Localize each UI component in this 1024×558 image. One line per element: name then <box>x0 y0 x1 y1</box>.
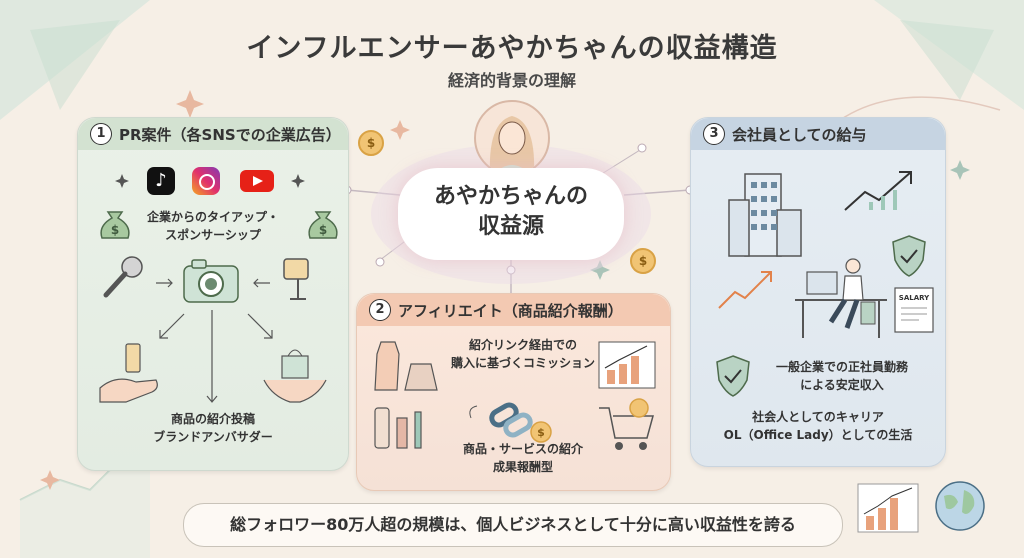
coin-icon: $ <box>630 248 656 274</box>
camera-icon <box>183 259 239 303</box>
shield-check-icon <box>892 235 926 277</box>
globe-icon <box>935 481 985 531</box>
center-revenue-source-card: あやかちゃんの 収益源 <box>398 168 624 260</box>
panel-title: 会社員としての給与 <box>732 125 867 144</box>
panel-affiliate: 2 アフィリエイト（商品紹介報酬） 紹介リンク経由での 購入に基づくコミッション <box>356 293 671 491</box>
arrow-diagonal-icon <box>159 313 185 339</box>
panel-number: 2 <box>369 299 391 321</box>
cosmetics-icon <box>374 407 422 449</box>
panel-pr-projects: 1 PR案件（各SNSでの企業広告） ♪ $ $ 企業からのタイアップ・ スポン… <box>77 117 349 471</box>
arrow-left-icon <box>253 278 270 288</box>
panel-title: アフィリエイト（商品紹介報酬） <box>398 301 623 320</box>
trend-up-icon <box>718 271 772 309</box>
youtube-icon <box>240 170 274 192</box>
job-text: 一般企業での正社員勤務 による安定収入 <box>775 360 908 392</box>
link-chain-icon: $ <box>469 402 552 443</box>
panel-title: PR案件（各SNSでの企業広告） <box>119 125 341 144</box>
shield-check-icon <box>716 355 750 397</box>
panel-number: 3 <box>703 123 725 145</box>
office-building-icon <box>728 173 802 257</box>
product-post-text: 商品の紹介投稿 ブランドアンバサダー <box>153 412 273 444</box>
salary-document-icon: SALARY <box>894 287 934 333</box>
clothing-icon <box>374 341 438 391</box>
service-intro-text: 商品・サービスの紹介 成果報酬型 <box>462 442 583 474</box>
summary-banner: 総フォロワー80万人超の規模は、個人ビジネスとして十分に高い収益性を誇る <box>183 503 843 547</box>
coin-icon: $ <box>358 130 384 156</box>
money-bag-icon: $ <box>308 211 338 239</box>
panel-header: 3 会社員としての給与 <box>691 118 945 150</box>
hands-gift-icon <box>263 349 327 403</box>
trend-up-icon <box>844 171 912 211</box>
avatar <box>474 100 550 176</box>
instagram-icon <box>192 167 220 195</box>
microphone-icon <box>103 256 143 298</box>
bar-chart-icon <box>857 483 919 533</box>
money-bag-icon: $ <box>100 211 130 239</box>
tieup-text: 企業からのタイアップ・ スポンサーシップ <box>146 210 279 242</box>
svg-text:SALARY: SALARY <box>899 294 930 302</box>
arrow-right-icon <box>156 278 173 288</box>
sparkle-icon <box>115 174 129 188</box>
panel-header: 2 アフィリエイト（商品紹介報酬） <box>357 294 670 326</box>
arrow-diagonal-icon <box>247 313 273 339</box>
shopping-cart-icon <box>599 398 654 450</box>
panel-number: 1 <box>90 123 112 145</box>
panel-salary: 3 会社員としての給与 <box>690 117 946 467</box>
sparkle-icon <box>291 174 305 188</box>
arrow-down-icon <box>206 310 218 403</box>
page-title: インフルエンサーあやかちゃんの収益構造 <box>246 33 778 64</box>
svg-text:$: $ <box>319 223 327 237</box>
tiktok-icon: ♪ <box>147 167 175 195</box>
panel-header: 1 PR案件（各SNSでの企業広告） <box>78 118 348 150</box>
desk-worker-icon <box>795 258 887 338</box>
svg-text:$: $ <box>111 223 119 237</box>
career-text: 社会人としてのキャリア OL（Office Lady）としての生活 <box>723 410 913 442</box>
hand-product-icon <box>99 343 158 403</box>
svg-text:$: $ <box>537 426 545 439</box>
studio-light-icon <box>283 258 309 300</box>
referral-link-text: 紹介リンク経由での 購入に基づくコミッション <box>450 338 595 370</box>
page-subtitle: 経済的背景の理解 <box>447 71 576 90</box>
bar-chart-icon <box>598 341 656 389</box>
